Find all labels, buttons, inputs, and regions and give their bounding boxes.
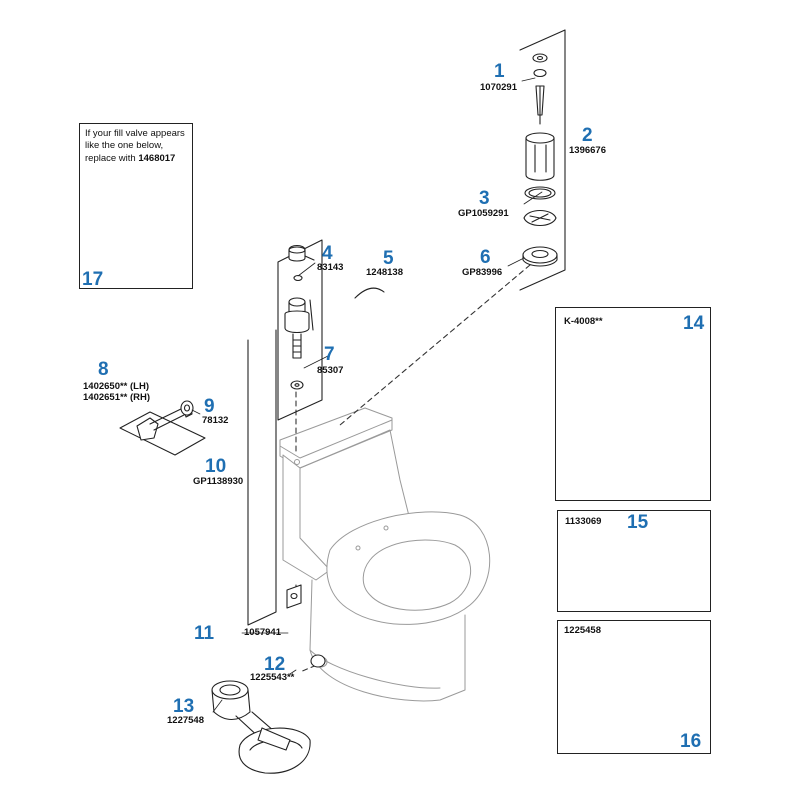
bracket-tank bbox=[247, 329, 277, 626]
part-number-8a: 1402650** (LH) bbox=[83, 381, 150, 392]
box-fill-valve-notice bbox=[79, 123, 193, 289]
callout-8: 8 bbox=[98, 359, 109, 380]
part-number-16: 1225458 bbox=[564, 625, 601, 636]
part-number-15: 1133069 bbox=[565, 516, 602, 527]
part-2-canister-icon bbox=[525, 132, 555, 181]
leader-lines bbox=[191, 77, 543, 713]
part-number-10: GP1138930 bbox=[193, 476, 244, 487]
part-3-seal-icon bbox=[523, 186, 557, 227]
bracket-fill-valve bbox=[277, 239, 323, 421]
part-11-bolt-cap-icon bbox=[286, 584, 302, 609]
callout-9: 9 bbox=[204, 396, 215, 417]
callout-11: 11 bbox=[194, 623, 215, 644]
part-number-9: 78132 bbox=[202, 415, 229, 426]
box-seat bbox=[555, 307, 711, 501]
part-number-1: 1070291 bbox=[480, 82, 517, 93]
callout-6: 6 bbox=[480, 247, 491, 268]
callout-3: 3 bbox=[479, 188, 490, 209]
toilet-illustration bbox=[279, 407, 491, 702]
part-9-nut-icon bbox=[180, 400, 194, 416]
part-number-3: GP1059291 bbox=[458, 208, 509, 219]
part-12-plug-icon bbox=[310, 654, 326, 668]
part-number-14: K-4008** bbox=[564, 316, 603, 327]
part-number-7: 85307 bbox=[317, 365, 344, 376]
part-7-fill-valve-icon bbox=[284, 297, 314, 390]
part-4-cap-icon bbox=[288, 244, 315, 282]
callout-7: 7 bbox=[324, 344, 335, 365]
bracket-flush-valve bbox=[519, 29, 566, 291]
callout-5: 5 bbox=[383, 248, 394, 269]
box-hinge-brackets bbox=[557, 620, 711, 754]
box-hinge-screws bbox=[557, 510, 711, 612]
note-line-3: replace with bbox=[85, 152, 136, 164]
callout-12: 12 bbox=[264, 654, 286, 675]
callout-16: 16 bbox=[680, 731, 702, 752]
callout-4: 4 bbox=[322, 243, 333, 264]
note-part-number: 1468017 bbox=[138, 152, 176, 164]
part-13-adapter-icon bbox=[211, 680, 311, 774]
part-number-4: 83143 bbox=[317, 262, 344, 273]
part-number-5: 1248138 bbox=[366, 267, 403, 278]
part-number-8b: 1402651** (RH) bbox=[83, 392, 151, 403]
part-number-12: 1225543** bbox=[250, 672, 295, 683]
note-line-1: If your fill valve appears bbox=[85, 128, 185, 139]
bracket-trip-lever bbox=[119, 411, 206, 456]
fill-valve-note: If your fill valve appears like the one … bbox=[85, 128, 191, 165]
callout-2: 2 bbox=[582, 125, 593, 146]
part-5-refill-tube-icon bbox=[354, 287, 385, 299]
callout-14: 14 bbox=[683, 313, 705, 334]
callout-1: 1 bbox=[494, 61, 505, 82]
callout-17: 17 bbox=[82, 269, 104, 290]
callout-15: 15 bbox=[627, 512, 649, 533]
part-number-6: GP83996 bbox=[462, 267, 503, 278]
callout-13: 13 bbox=[173, 696, 195, 717]
part-1-canister-cap-icon bbox=[532, 53, 548, 125]
part-number-11: 1057941 bbox=[244, 627, 281, 638]
callout-10: 10 bbox=[205, 456, 227, 477]
part-6-gasket-icon bbox=[522, 246, 558, 267]
part-number-2: 1396676 bbox=[569, 145, 606, 156]
part-number-13: 1227548 bbox=[167, 715, 204, 726]
note-line-2: like the one below, bbox=[85, 140, 164, 152]
